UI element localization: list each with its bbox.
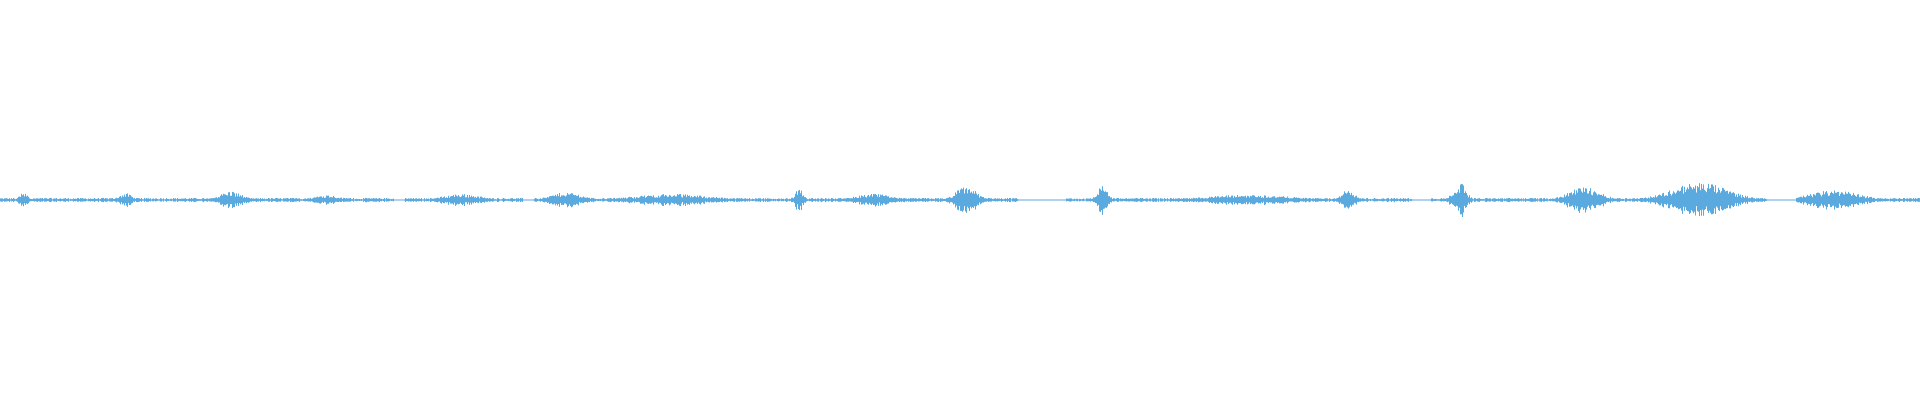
waveform-graphic — [0, 183, 1920, 217]
